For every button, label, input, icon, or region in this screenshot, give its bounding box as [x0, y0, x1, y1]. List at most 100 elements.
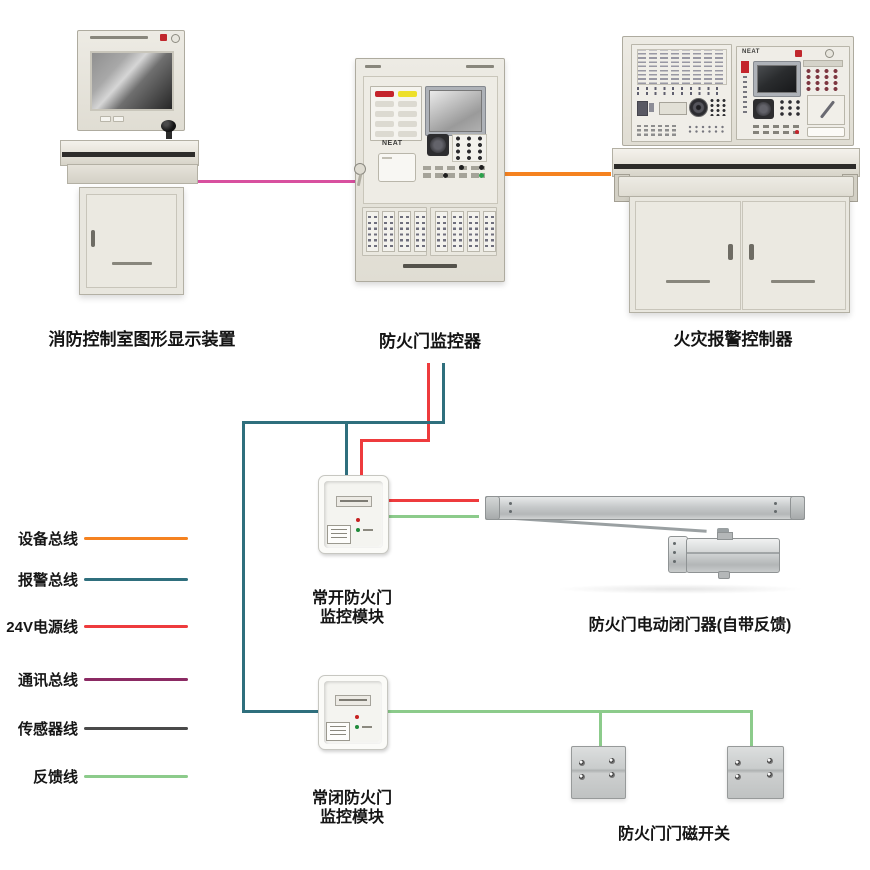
monitor-button: [113, 116, 124, 122]
rail-screw: [509, 502, 512, 505]
fire-alarm-controller-device: NEAT: [610, 28, 860, 313]
door-monitor-label: 防火门监控器: [379, 332, 481, 351]
wire-alarm-vertical-1: [442, 363, 445, 424]
lower-cabinet: [629, 196, 850, 313]
indicator-cell: [398, 131, 417, 137]
normally-open-module-label-line1: 常开防火门: [311, 590, 393, 607]
printer-door: [378, 153, 416, 182]
brand-logo: NEAT: [382, 140, 403, 147]
led-dot-row: [637, 92, 725, 95]
rail-screw: [774, 502, 777, 505]
magnetic-switch-label: 防火门门磁开关: [617, 826, 731, 843]
wire-power-horizontal-1: [360, 439, 430, 442]
legend-line-swatch: [84, 677, 188, 681]
controller-panel: NEAT: [736, 46, 850, 140]
numeric-keypad: [452, 134, 487, 162]
paper-slot: [807, 127, 845, 137]
indicator-cell: [398, 101, 417, 107]
electric-door-closer: [485, 494, 805, 599]
red-led-icon: [355, 517, 360, 522]
rail-screw: [774, 510, 777, 513]
normally-open-module-label-line2: 监控模块: [319, 609, 385, 626]
indicator-cell: [375, 131, 394, 137]
company-text-bar: [403, 264, 457, 268]
green-led-icon: [355, 527, 373, 532]
button-grid: [778, 99, 803, 117]
indicator-cell: [398, 121, 417, 127]
closer-valve-nub: [718, 571, 730, 579]
control-button-green: [479, 173, 484, 178]
dot-row-sparse: [687, 125, 725, 134]
cert-badge-red-icon: [160, 34, 167, 41]
control-button-row: [423, 173, 485, 178]
monitor-screen: [90, 51, 174, 111]
graphic-display-label: 消防控制室图形显示装置: [48, 330, 236, 349]
red-button: [795, 130, 799, 134]
terminal-strip-left: [362, 207, 427, 256]
closer-body: [686, 538, 780, 573]
rail-end-cap-right: [790, 496, 805, 520]
indicator-strip-columns: [637, 49, 727, 85]
toggle: [649, 103, 654, 112]
navigation-pad: [427, 134, 449, 156]
legend-line-swatch: [84, 726, 188, 730]
normally-open-module: [318, 475, 389, 554]
closer-shadow: [555, 584, 805, 594]
control-button-black: [479, 165, 484, 170]
function-button-row: [753, 125, 803, 128]
legend-row-comm-bus: 通讯总线: [0, 669, 200, 689]
control-button-black: [443, 173, 448, 178]
normally-closed-module-label-line1: 常闭防火门: [311, 790, 393, 807]
slide-rail-bar: [485, 496, 805, 520]
legend-label: 报警总线: [17, 571, 78, 589]
navigation-pad: [753, 99, 774, 119]
red-led-icon: [355, 715, 360, 720]
indicator-yellow: [398, 91, 417, 97]
closer-arm-bracket: [717, 532, 733, 540]
function-button-row: [753, 131, 803, 134]
legend-label: 反馈线: [32, 768, 78, 786]
brand-logo: NEAT: [742, 49, 760, 55]
cert-badge-round-icon: [171, 34, 180, 43]
normally-closed-module-label-line2: 监控模块: [319, 809, 385, 826]
desk-surface: [612, 148, 860, 177]
wire-alarm-drop-module1: [345, 421, 348, 477]
legend-line-swatch: [84, 774, 188, 778]
fire-alarm-label: 火灾报警控制器: [673, 330, 793, 349]
wire-device-bus: [503, 172, 611, 176]
door-handle: [749, 244, 754, 260]
keypad-keys: [804, 68, 840, 92]
cert-badge-red-icon: [795, 50, 802, 57]
legend-line-swatch: [84, 624, 188, 628]
desk-front-strip: [62, 152, 195, 157]
cabinet-door-right: [742, 201, 846, 310]
wire-feedback-horizontal: [385, 710, 753, 713]
controller-lcd: [753, 61, 801, 97]
terminal-strip-right: [430, 207, 497, 256]
wire-feedback-drop-switch1: [599, 710, 602, 748]
normally-closed-module: [318, 675, 388, 750]
magnetic-switch-2: [727, 746, 784, 799]
monitor: [77, 30, 185, 131]
button-grid: [709, 98, 727, 116]
cabinet-door: [86, 194, 177, 288]
door-handle: [91, 230, 95, 247]
speaker-grille-icon: [689, 98, 708, 117]
wire-alarm-horizontal-1: [242, 421, 445, 424]
fire-door-monitor-device: NEAT: [354, 58, 505, 282]
legend-row-sensor: 传感器线: [0, 718, 200, 738]
control-button-row: [423, 166, 485, 170]
keyboard-drawer: [67, 164, 198, 184]
trackball-mouse: [161, 120, 177, 140]
wire-power-drop-module1: [360, 439, 363, 477]
pedestal-cabinet: [79, 187, 184, 295]
hanging-key-icon: [356, 173, 363, 187]
wire-alarm-horizontal-2: [242, 710, 320, 713]
module-label-strip: [335, 694, 371, 706]
under-desk-band: [618, 176, 854, 197]
legend-line-swatch: [84, 577, 188, 581]
panel-model-text-bar: [365, 65, 381, 68]
rail-end-cap-left: [485, 496, 500, 520]
panel-title-text-bar: [466, 65, 494, 68]
